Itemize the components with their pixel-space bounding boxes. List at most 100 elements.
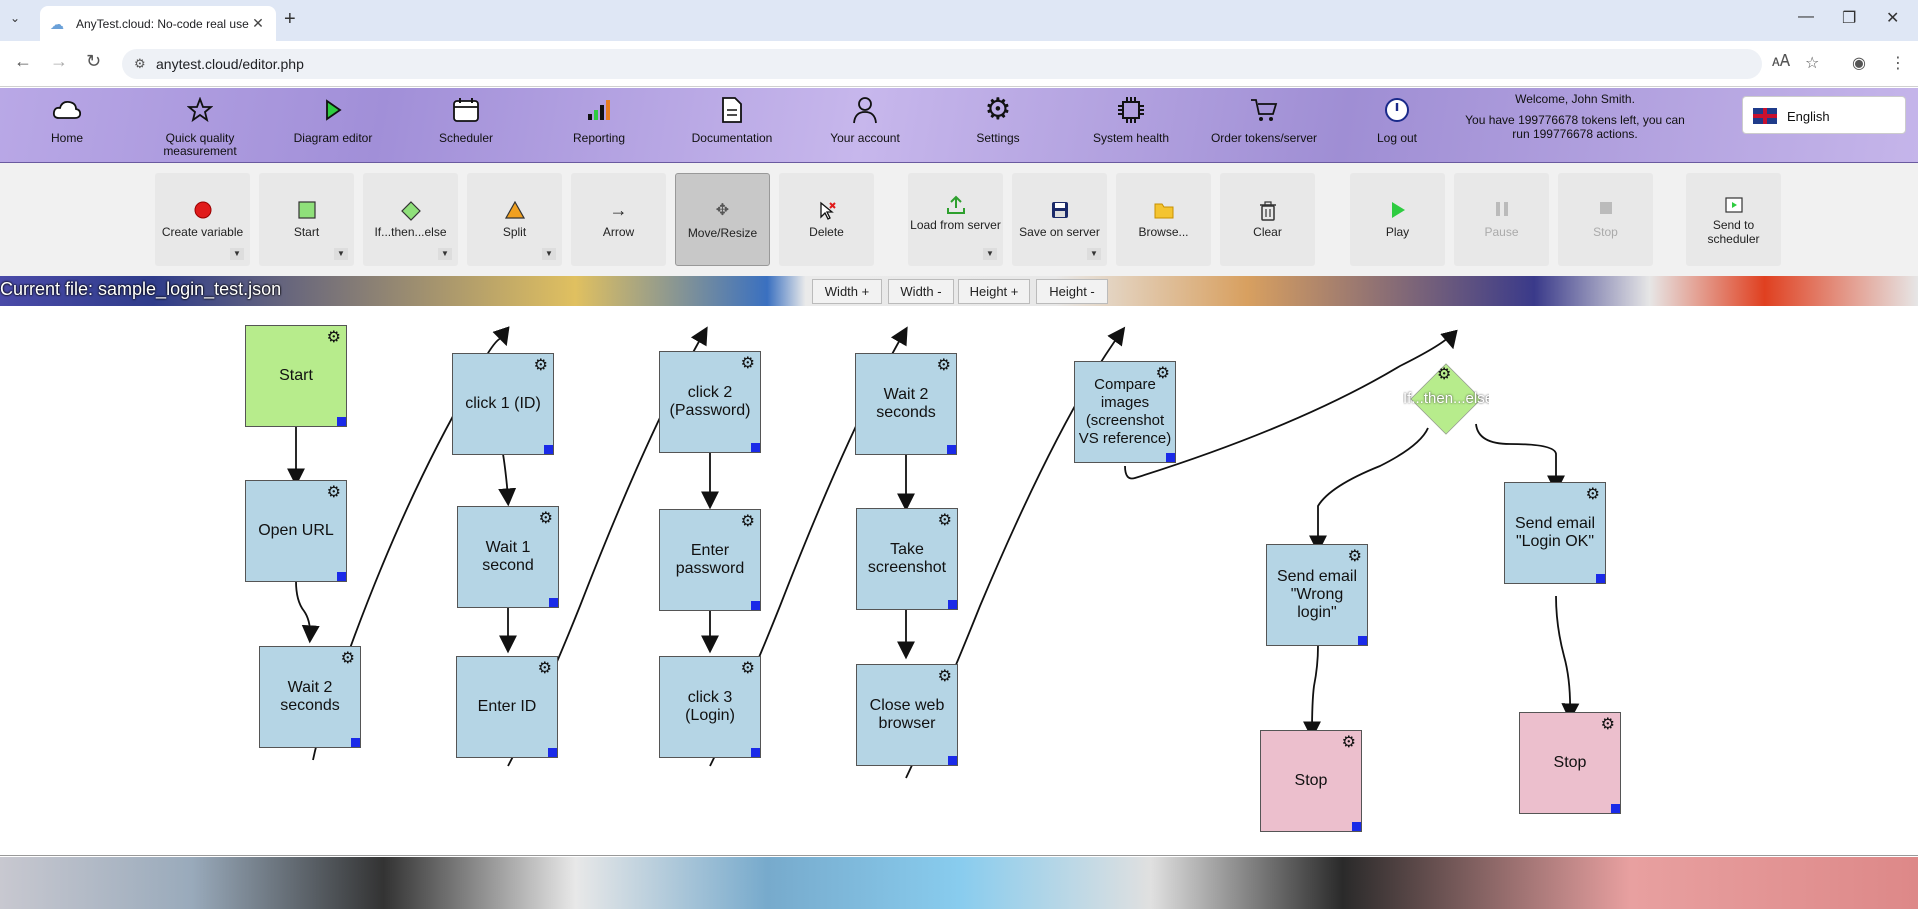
node-settings-icon[interactable]: ⚙	[326, 484, 341, 501]
tab-list-chevron-icon[interactable]: ⌄	[10, 11, 21, 25]
click-2-password-node[interactable]: click 2 (Password) ⚙	[659, 351, 761, 453]
width-minus-button[interactable]: Width -	[888, 279, 954, 304]
language-selector[interactable]: English	[1742, 96, 1906, 134]
translate-icon[interactable]: 🗚	[1772, 53, 1791, 70]
resize-handle[interactable]	[548, 748, 557, 757]
back-icon[interactable]: ←	[14, 51, 32, 71]
resize-handle[interactable]	[337, 417, 346, 426]
browser-tab[interactable]: ☁ AnyTest.cloud: No-code real use ✕	[40, 6, 276, 41]
node-settings-icon[interactable]: ⚙	[740, 660, 755, 677]
nav-home[interactable]: Home	[2, 88, 132, 163]
clear-button[interactable]: Clear	[1220, 173, 1315, 266]
resize-handle[interactable]	[948, 756, 957, 765]
dropdown-caret-icon[interactable]: ▼	[1087, 248, 1101, 260]
close-web-browser-node[interactable]: Close web browser ⚙	[856, 664, 958, 766]
stop-button[interactable]: Stop	[1558, 173, 1653, 266]
node-settings-icon[interactable]: ⚙	[740, 355, 755, 372]
nav-order-tokens[interactable]: Order tokens/server	[1199, 88, 1329, 163]
node-settings-icon[interactable]: ⚙	[537, 660, 552, 677]
stop-node-login-ok[interactable]: Stop ⚙	[1519, 712, 1621, 814]
node-settings-icon[interactable]: ⚙	[326, 329, 341, 346]
open-url-node[interactable]: Open URL ⚙	[245, 480, 347, 582]
close-tab-icon[interactable]: ✕	[252, 15, 264, 31]
nav-scheduler[interactable]: Scheduler	[401, 88, 531, 163]
resize-handle[interactable]	[337, 572, 346, 581]
node-settings-icon[interactable]: ⚙	[533, 357, 548, 374]
node-settings-icon[interactable]: ⚙	[936, 357, 951, 374]
start-tool-button[interactable]: Start ▼	[259, 173, 354, 266]
menu-icon[interactable]: ⋮	[1890, 55, 1906, 72]
resize-handle[interactable]	[751, 601, 760, 610]
node-settings-icon[interactable]: ⚙	[1341, 734, 1356, 751]
click-1-id-node[interactable]: click 1 (ID) ⚙	[452, 353, 554, 455]
nav-system-health[interactable]: System health	[1066, 88, 1196, 163]
dropdown-caret-icon[interactable]: ▼	[334, 248, 348, 260]
reload-icon[interactable]: ↻	[86, 51, 102, 71]
resize-handle[interactable]	[1358, 636, 1367, 645]
browse-button[interactable]: Browse...	[1116, 173, 1211, 266]
close-window-icon[interactable]: ✕	[1886, 10, 1900, 27]
new-tab-icon[interactable]: +	[284, 8, 296, 30]
create-variable-button[interactable]: Create variable ▼	[155, 173, 250, 266]
resize-handle[interactable]	[351, 738, 360, 747]
click-3-login-node[interactable]: click 3 (Login) ⚙	[659, 656, 761, 758]
delete-tool-button[interactable]: Delete	[779, 173, 874, 266]
wait-2-seconds-node[interactable]: Wait 2 seconds ⚙	[259, 646, 361, 748]
node-settings-icon[interactable]: ⚙	[937, 512, 952, 529]
send-email-wrong-login-node[interactable]: Send email "Wrong login" ⚙	[1266, 544, 1368, 646]
site-info-icon[interactable]: ⚙	[134, 56, 146, 71]
resize-handle[interactable]	[1611, 804, 1620, 813]
dropdown-caret-icon[interactable]: ▼	[230, 248, 244, 260]
nav-your-account[interactable]: Your account	[800, 88, 930, 163]
node-settings-icon[interactable]: ⚙	[1347, 548, 1362, 565]
resize-handle[interactable]	[1166, 453, 1175, 462]
if-then-else-node[interactable]: If...then...else ⚙	[1403, 363, 1489, 435]
stop-node-wrong-login[interactable]: Stop ⚙	[1260, 730, 1362, 832]
bookmark-star-icon[interactable]: ☆	[1805, 55, 1820, 72]
resize-handle[interactable]	[948, 600, 957, 609]
resize-handle[interactable]	[544, 445, 553, 454]
forward-icon[interactable]: →	[50, 51, 68, 71]
save-on-server-button[interactable]: Save on server ▼	[1012, 173, 1107, 266]
node-settings-icon[interactable]: ⚙	[1437, 366, 1452, 383]
resize-handle[interactable]	[751, 443, 760, 452]
start-node[interactable]: Start ⚙	[245, 325, 347, 427]
nav-settings[interactable]: ⚙ Settings	[933, 88, 1063, 163]
arrow-tool-button[interactable]: → Arrow	[571, 173, 666, 266]
node-settings-icon[interactable]: ⚙	[740, 513, 755, 530]
height-minus-button[interactable]: Height -	[1036, 279, 1108, 304]
dropdown-caret-icon[interactable]: ▼	[983, 248, 997, 260]
node-settings-icon[interactable]: ⚙	[1600, 716, 1615, 733]
send-email-login-ok-node[interactable]: Send email "Login OK" ⚙	[1504, 482, 1606, 584]
resize-handle[interactable]	[751, 748, 760, 757]
play-button[interactable]: Play	[1350, 173, 1445, 266]
wait-2-seconds-node-b[interactable]: Wait 2 seconds ⚙	[855, 353, 957, 455]
height-plus-button[interactable]: Height +	[958, 279, 1030, 304]
dropdown-caret-icon[interactable]: ▼	[542, 248, 556, 260]
enter-id-node[interactable]: Enter ID ⚙	[456, 656, 558, 758]
split-tool-button[interactable]: Split ▼	[467, 173, 562, 266]
minimize-icon[interactable]: —	[1798, 8, 1814, 25]
restore-icon[interactable]: ❐	[1842, 10, 1857, 27]
take-screenshot-node[interactable]: Take screenshot ⚙	[856, 508, 958, 610]
resize-handle[interactable]	[947, 445, 956, 454]
node-settings-icon[interactable]: ⚙	[340, 650, 355, 667]
enter-password-node[interactable]: Enter password ⚙	[659, 509, 761, 611]
nav-diagram-editor[interactable]: Diagram editor	[268, 88, 398, 163]
load-from-server-button[interactable]: Load from server ▼	[908, 173, 1003, 266]
wait-1-second-node[interactable]: Wait 1 second ⚙	[457, 506, 559, 608]
nav-quick-quality[interactable]: Quick quality measurement	[135, 88, 265, 163]
nav-reporting[interactable]: Reporting	[534, 88, 664, 163]
diagram-canvas[interactable]: Start ⚙ Open URL ⚙ Wait 2 seconds ⚙ clic…	[0, 306, 1918, 856]
nav-log-out[interactable]: Log out	[1332, 88, 1462, 163]
compare-images-node[interactable]: Compare images (screenshot VS reference)…	[1074, 361, 1176, 463]
node-settings-icon[interactable]: ⚙	[937, 668, 952, 685]
resize-handle[interactable]	[549, 598, 558, 607]
resize-handle[interactable]	[1596, 574, 1605, 583]
profile-icon[interactable]: ◉	[1852, 55, 1866, 72]
move-resize-tool-button[interactable]: ✥ Move/Resize	[675, 173, 770, 266]
node-settings-icon[interactable]: ⚙	[538, 510, 553, 527]
url-input[interactable]: ⚙ anytest.cloud/editor.php	[122, 49, 1762, 79]
width-plus-button[interactable]: Width +	[812, 279, 882, 304]
node-settings-icon[interactable]: ⚙	[1585, 486, 1600, 503]
